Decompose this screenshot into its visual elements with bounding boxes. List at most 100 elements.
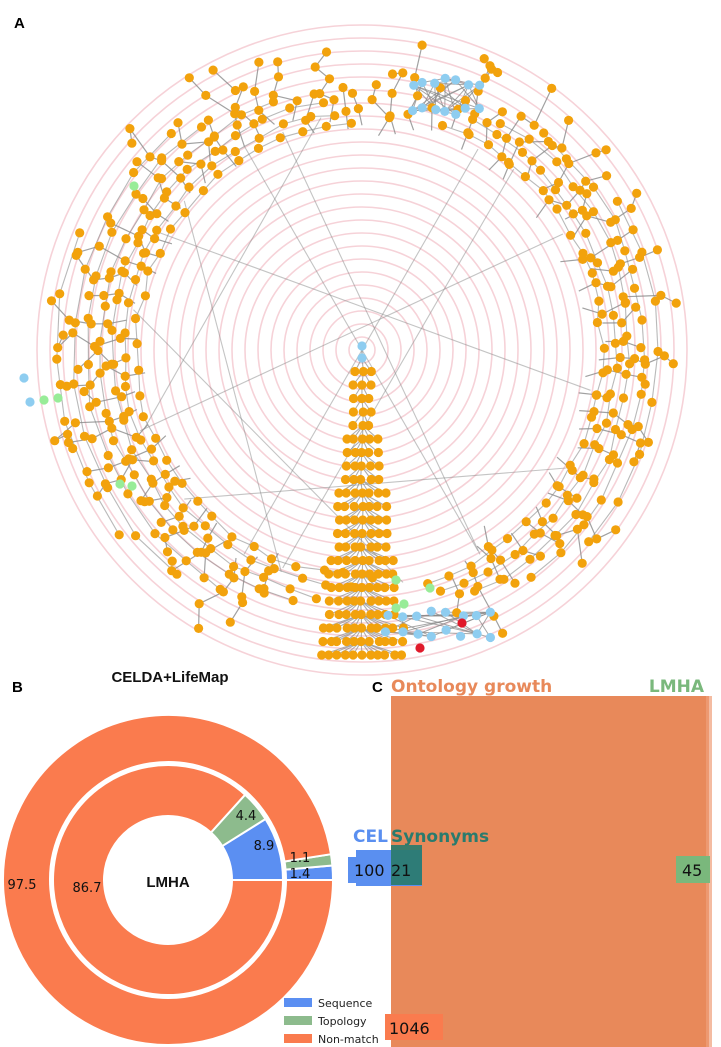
network-node [592,258,603,268]
legend-label: Sequence [318,997,372,1010]
network-node [566,230,576,240]
network-node [592,423,602,434]
network-node [356,461,366,471]
set-value-cel: 100 [354,861,385,880]
network-edge [593,186,616,221]
network-edge [402,615,464,633]
network-edge [610,268,633,288]
network-node [487,545,497,555]
network-edge [254,62,260,92]
network-node [121,456,131,466]
network-node [268,97,278,107]
network-node [58,330,68,340]
network-node [459,578,469,588]
network-node [176,173,186,183]
network-node [561,154,572,164]
network-node [353,104,363,114]
network-node [55,289,65,299]
network-node [374,474,384,485]
network-node [373,447,383,458]
network-node [637,372,647,382]
network-node [517,147,528,157]
network-node [538,186,548,196]
network-node [346,118,356,128]
network-node [70,418,80,428]
network-node [53,393,63,403]
network-node [440,73,450,83]
network-edge [431,610,478,635]
network-node [366,650,376,660]
network-node [371,80,381,90]
network-edge [575,482,595,515]
network-node [121,234,131,244]
network-node [174,511,184,521]
network-node [582,211,592,221]
network-node [196,159,206,169]
network-edge [110,222,139,237]
panel-label-b: B [12,679,23,696]
network-node [101,408,111,418]
network-node [341,636,352,647]
network-node [441,625,451,635]
ring [36,24,688,676]
network-node [330,111,340,121]
network-node [366,596,376,606]
network-node [125,124,135,134]
network-node [285,103,295,113]
network-edge [127,493,156,534]
network-node [198,186,208,196]
ring [49,37,675,663]
network-node [435,586,446,596]
network-edge [131,449,152,480]
network-edge [258,123,284,139]
network-node [136,435,146,445]
network-node [591,148,601,158]
network-node [132,157,142,167]
network-node [342,623,352,633]
network-node [584,537,594,547]
network-node [117,266,127,276]
network-node [229,561,239,572]
network-node [454,589,465,599]
network-node [225,617,235,627]
set-value-ontology: 1046 [389,1019,430,1038]
network-node [612,458,623,468]
network-node [182,164,192,174]
network-node [357,528,367,539]
network-node [149,456,159,466]
network-node [557,143,567,153]
network-node [391,603,401,613]
network-edge [414,44,423,78]
network-node [356,636,366,647]
network-node [103,463,113,473]
network-node [79,431,90,441]
network-node [292,96,302,106]
network-node [387,69,398,79]
network-node [119,415,129,425]
network-node [412,611,422,621]
network-node [53,343,63,353]
set-ontology-growth [391,696,709,1047]
network-node [317,650,327,660]
network-node [95,336,105,346]
network-node [329,95,339,105]
network-node [115,479,125,489]
network-node [521,517,531,527]
network-node [650,296,661,306]
network-node [373,650,383,660]
network-node [334,582,344,593]
network-node [652,245,663,255]
network-edge [212,69,236,91]
network-node [457,618,467,628]
network-node [608,310,619,320]
network-node [510,578,520,588]
network-node [120,371,130,381]
network-node [234,156,244,166]
network-node [213,169,223,179]
network-node [333,555,343,566]
network-node [348,650,358,660]
network-node [273,72,284,82]
network-node [475,80,485,90]
network-node [486,553,496,564]
